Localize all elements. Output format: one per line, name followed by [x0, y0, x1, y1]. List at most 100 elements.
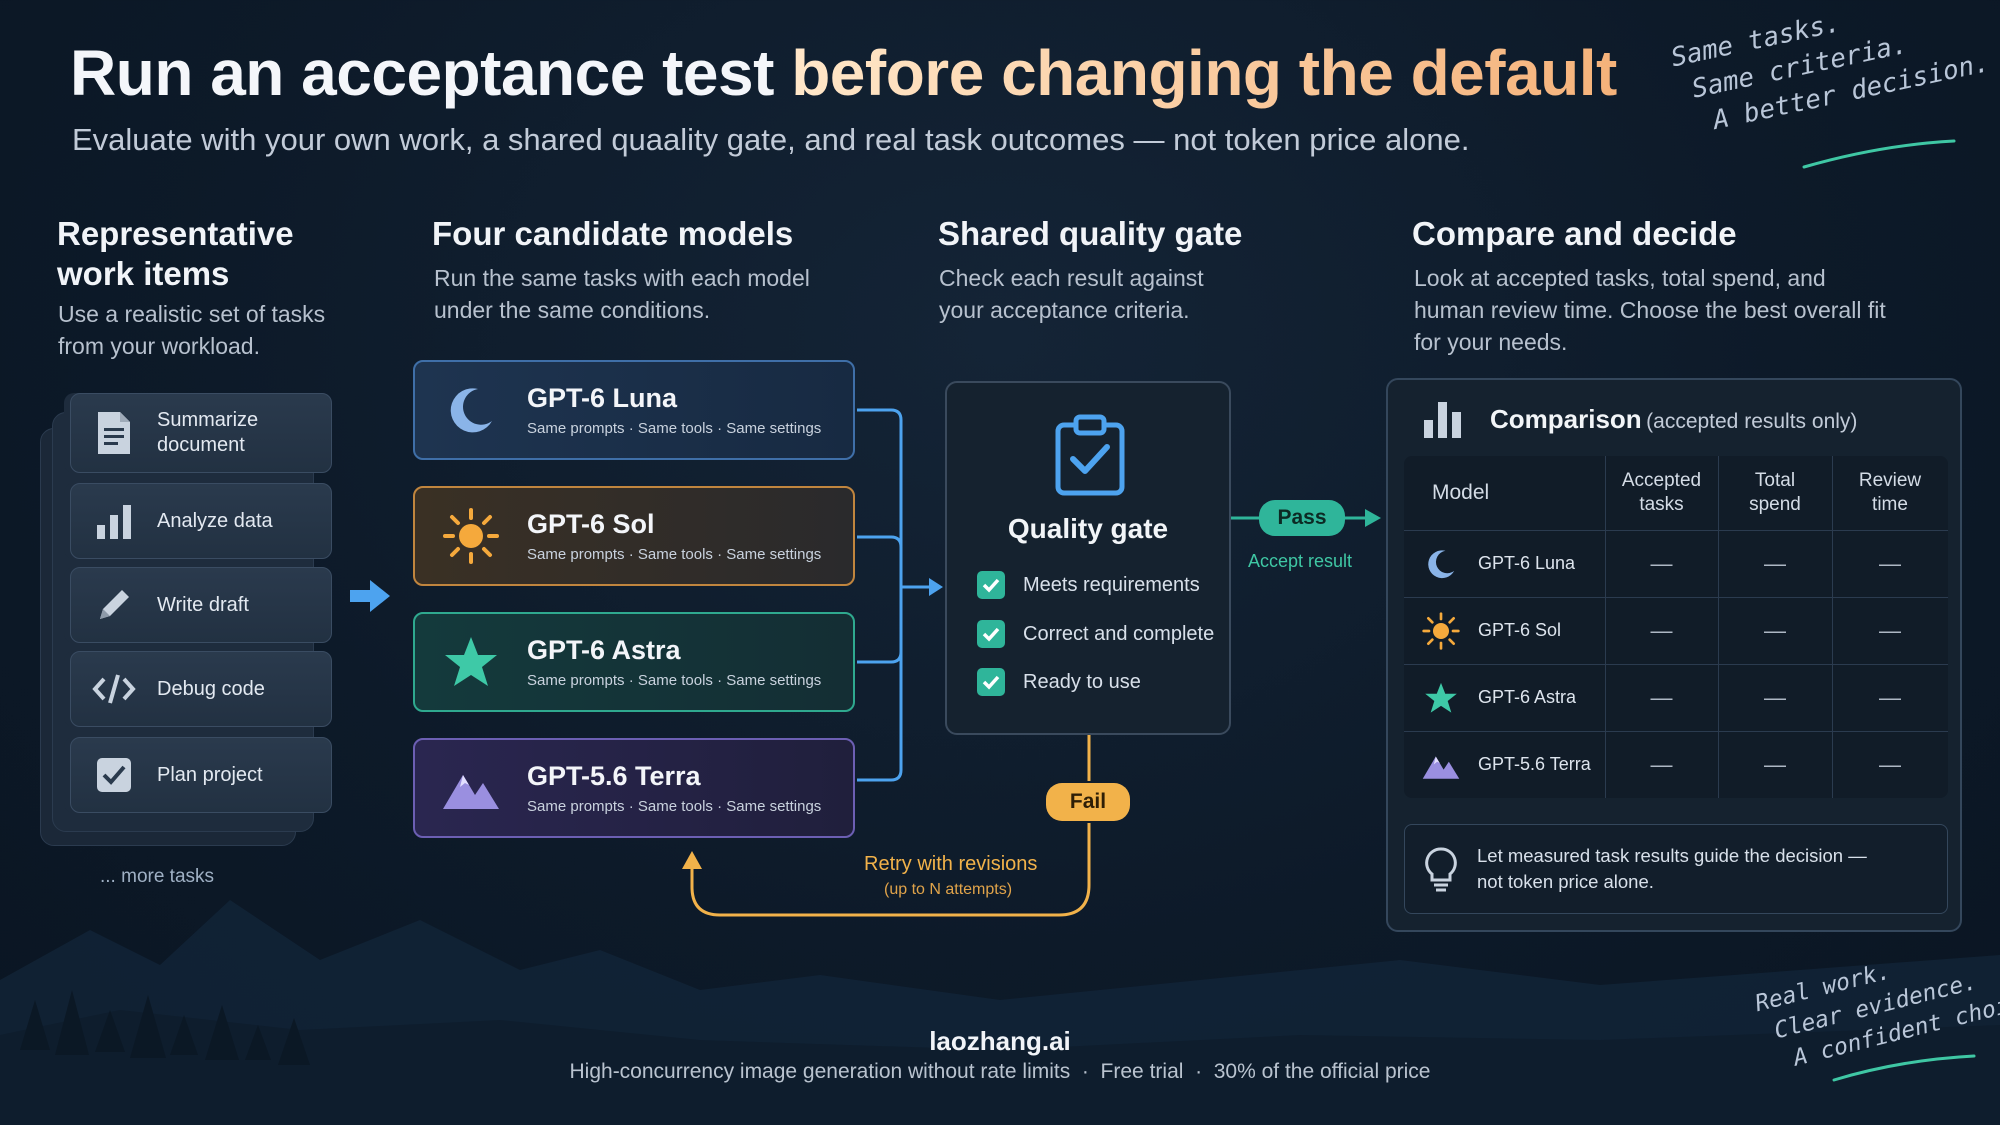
tip-line: Let measured task results guide the deci… [1477, 845, 1867, 867]
work-section-desc: Use a realistic set of tasks from your w… [58, 298, 325, 362]
arrow-right-icon [350, 580, 390, 612]
work-item-label: Plan project [157, 763, 263, 786]
bar-chart-icon [1424, 402, 1461, 438]
work-item-write[interactable]: Write draft [70, 567, 332, 643]
desc-line: from your workload. [58, 333, 260, 360]
row-review: — [1879, 617, 1901, 643]
page-title: Run an acceptance test before changing t… [70, 36, 1617, 110]
retry-loop [682, 735, 1091, 917]
model-conditions: Same prompts · Same tools · Same setting… [527, 420, 822, 437]
row-model-name: GPT-6 Luna [1478, 553, 1576, 573]
desc-line: your acceptance criteria. [939, 297, 1190, 324]
work-item-plan[interactable]: Plan project [70, 737, 332, 813]
tip-line: not token price alone. [1477, 871, 1654, 892]
sun-icon [415, 506, 527, 566]
title-highlight: before changing the default [791, 37, 1617, 109]
check-label: Correct and complete [1023, 622, 1215, 645]
check-meets-requirements: Meets requirements [977, 571, 1200, 599]
more-tasks-label: ... more tasks [100, 866, 215, 887]
mountain-background [0, 900, 2000, 1125]
fail-badge: Fail [1046, 783, 1130, 821]
handwritten-note-top: Same tasks. Same criteria. A better deci… [1668, 0, 1993, 145]
mountain-icon [415, 765, 527, 811]
model-name: GPT-5.6 Terra [527, 761, 701, 791]
row-review: — [1879, 751, 1901, 777]
footer-tagline: High-concurrency image generation withou… [569, 1060, 1431, 1083]
gate-section-desc: Check each result against your acceptanc… [939, 262, 1204, 326]
header-text: Total [1754, 470, 1796, 492]
comparison-panel: Comparison (accepted results only) Model… [1386, 378, 1962, 932]
row-review: — [1879, 550, 1901, 576]
row-review: — [1879, 684, 1901, 710]
sun-icon [1416, 597, 1466, 664]
note-underline-top [1802, 139, 1956, 169]
row-spend: — [1764, 684, 1786, 710]
pencil-icon [71, 585, 157, 625]
desc-line: for your needs. [1414, 329, 1568, 356]
table-grid [1404, 456, 1948, 798]
desc-line: Check each result against [939, 265, 1204, 291]
work-item-analyze[interactable]: Analyze data [70, 483, 332, 559]
check-icon [977, 620, 1005, 648]
header-text: Review [1858, 470, 1922, 492]
work-item-debug[interactable]: Debug code [70, 651, 332, 727]
note-underline-bottom [1832, 1054, 1976, 1082]
header-text: Model [1432, 480, 1490, 504]
header-text: spend [1749, 494, 1801, 515]
star-icon [415, 634, 527, 690]
title-line: Representative [57, 215, 294, 252]
checkbox-icon [71, 756, 157, 794]
models-section-title: Four candidate models [432, 215, 794, 252]
code-icon [71, 671, 157, 707]
quality-gate-title: Quality gate [1007, 513, 1169, 544]
page-subtitle: Evaluate with your own work, a shared qu… [72, 122, 1470, 157]
row-spend: — [1764, 751, 1786, 777]
check-icon [977, 571, 1005, 599]
decision-tip: Let measured task results guide the deci… [1404, 824, 1948, 914]
check-label: Ready to use [1023, 670, 1141, 693]
row-spend: — [1764, 550, 1786, 576]
model-conditions: Same prompts · Same tools · Same setting… [527, 798, 822, 815]
accept-result-label: Accept result [1248, 551, 1353, 571]
pass-badge: Pass [1259, 500, 1345, 536]
work-item-label: Write draft [157, 593, 249, 616]
retry-sublabel: (up to N attempts) [884, 881, 1013, 898]
row-accepted: — [1650, 550, 1673, 576]
comparison-title-text: Comparison [1490, 404, 1642, 434]
mountain-icon [1416, 731, 1466, 798]
comparison-title-note: (accepted results only) [1646, 410, 1858, 433]
model-name: GPT-6 Luna [527, 383, 678, 413]
header-text: time [1872, 494, 1908, 515]
desc-line: under the same conditions. [434, 297, 711, 324]
desc-line: Use a realistic set of tasks [58, 301, 326, 327]
work-item-label: document [157, 434, 245, 456]
header-text: tasks [1639, 494, 1684, 515]
footer-brand: laozhang.ai [929, 1026, 1071, 1056]
models-section-desc: Run the same tasks with each model under… [434, 262, 810, 326]
star-icon [1416, 664, 1466, 731]
title-line: work items [57, 254, 230, 292]
compare-section-desc: Look at accepted tasks, total spend, and… [1414, 262, 1886, 359]
column-header-model: Model [1432, 456, 1592, 530]
row-accepted: — [1650, 751, 1673, 777]
title-part-1: Run an acceptance test [70, 37, 792, 109]
bar-chart-icon [71, 501, 157, 541]
desc-line: Run the same tasks with each model [434, 265, 810, 291]
model-connectors [857, 408, 943, 782]
row-accepted: — [1650, 684, 1673, 710]
row-accepted: — [1650, 617, 1673, 643]
gate-section-title: Shared quality gate [938, 215, 1243, 252]
moon-icon [415, 383, 527, 437]
moon-icon [1416, 530, 1466, 597]
row-model-name: GPT-6 Sol [1478, 620, 1562, 640]
clipboard-check-icon [1055, 414, 1125, 496]
